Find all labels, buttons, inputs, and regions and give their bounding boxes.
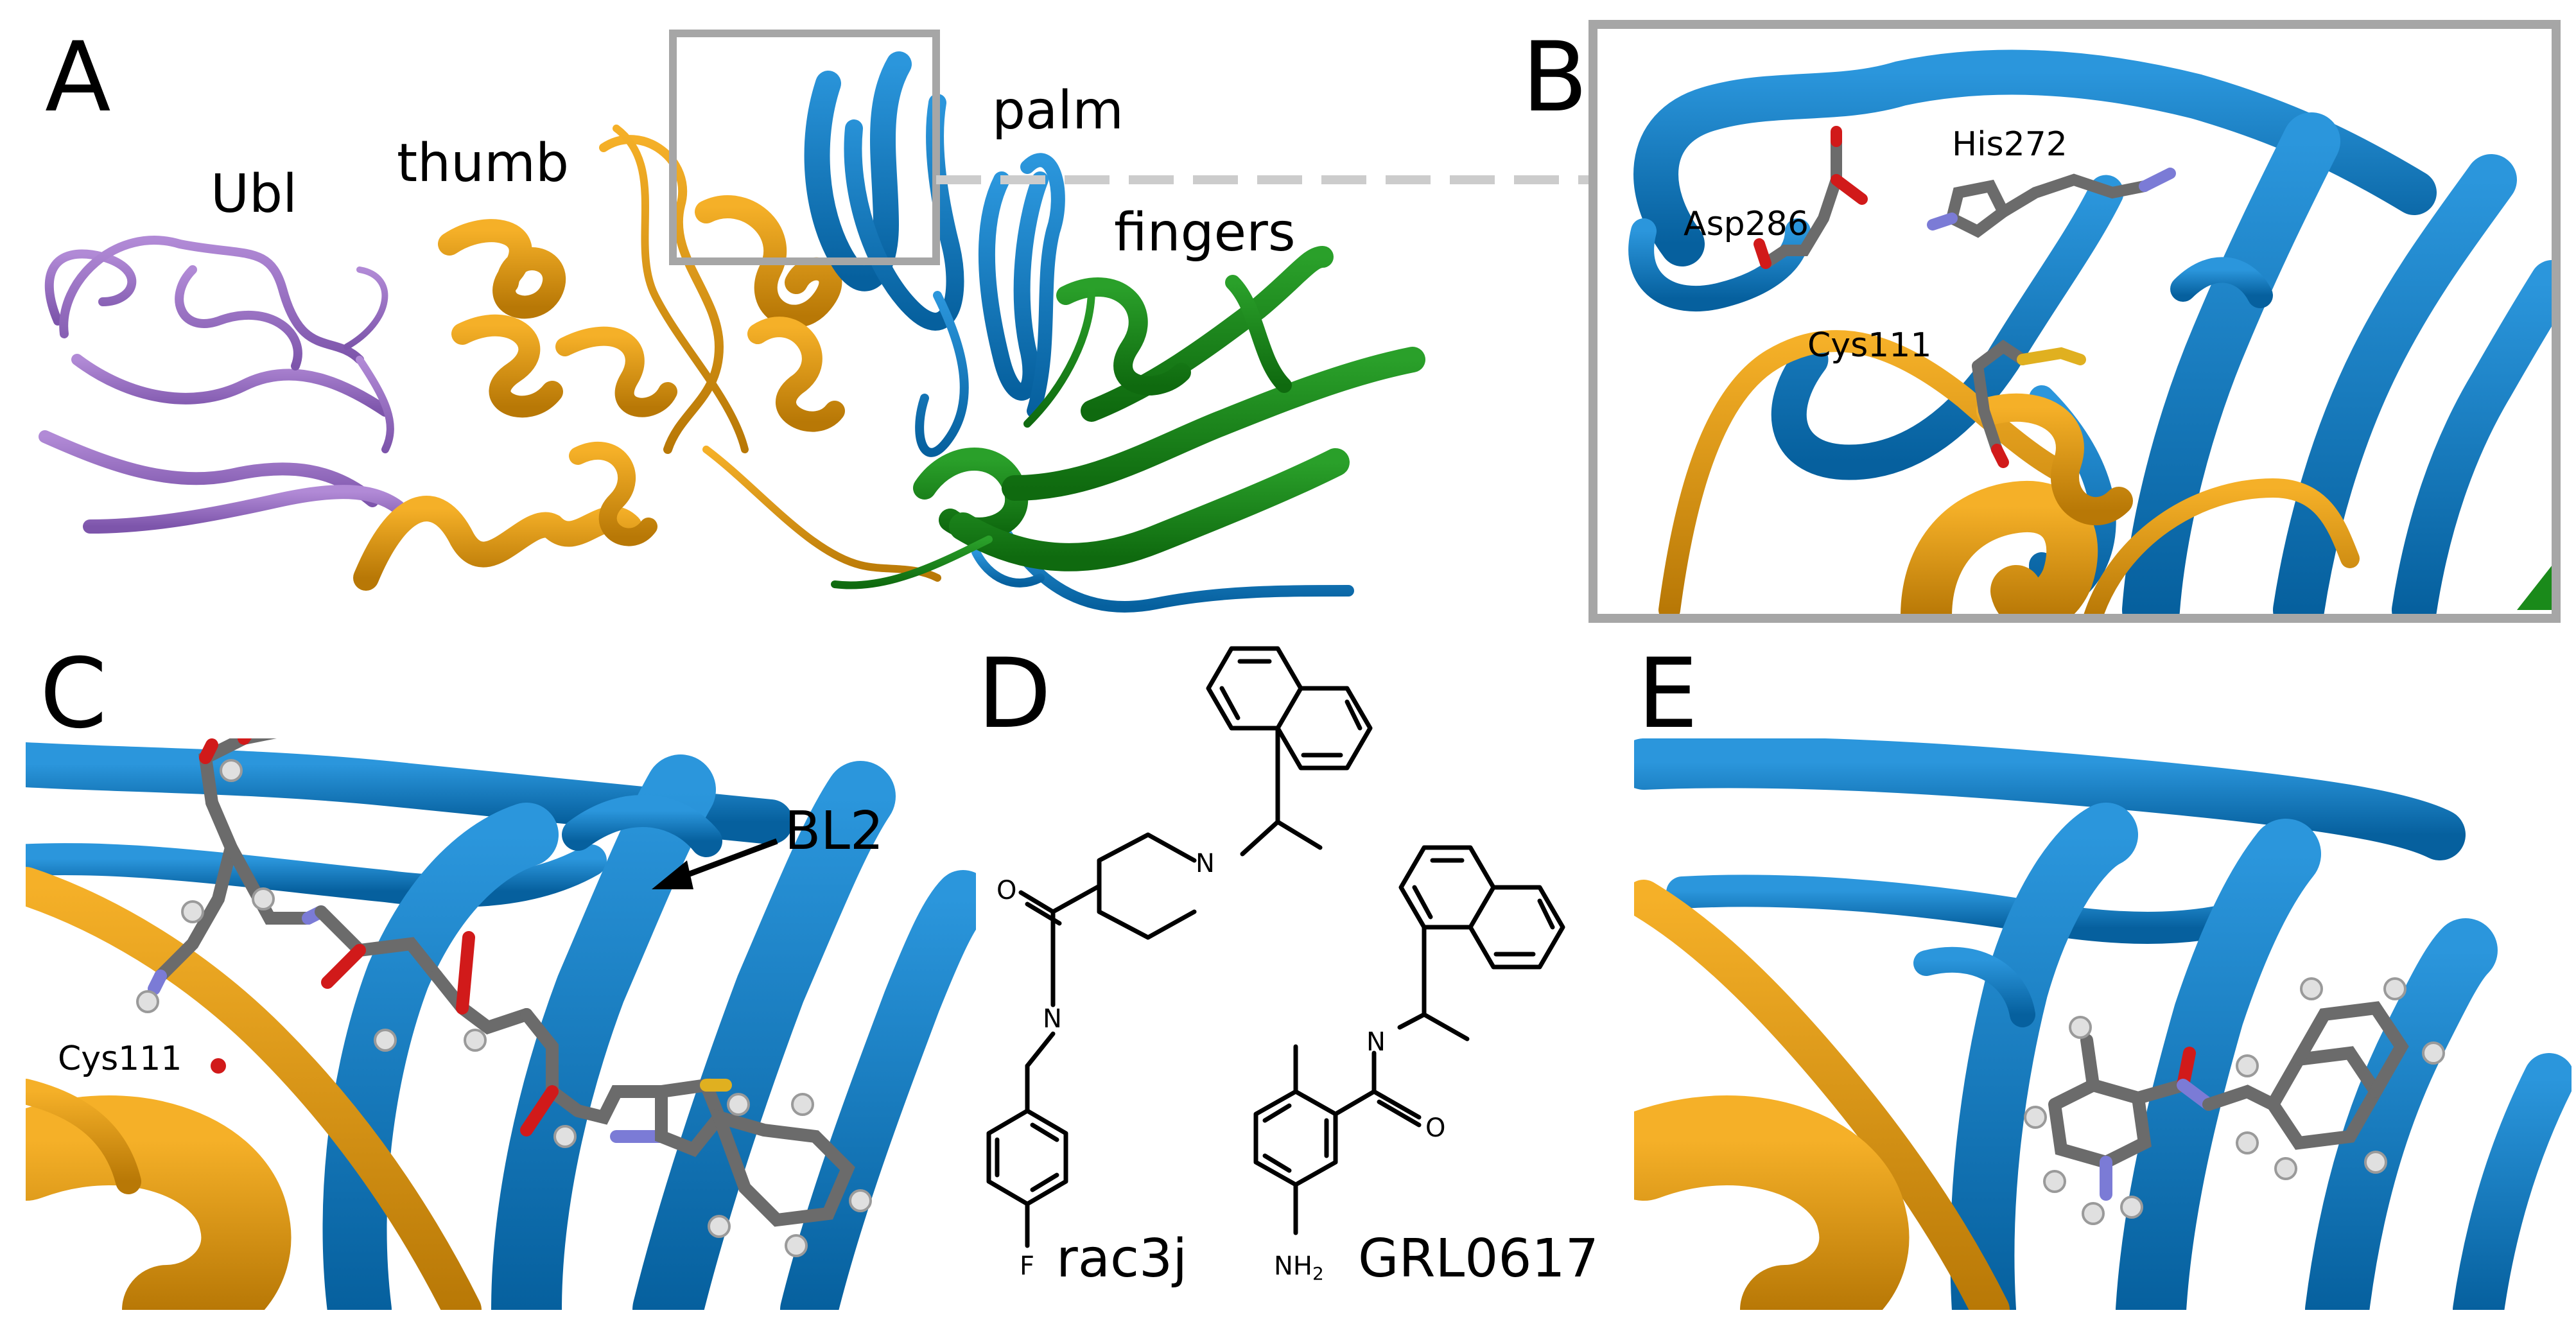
label-cys111-c: Cys111 bbox=[58, 1040, 182, 1078]
bl2-arrow-line bbox=[673, 838, 778, 883]
panel-a: A bbox=[39, 22, 1592, 613]
label-rac3j: rac3j bbox=[1056, 1228, 1187, 1289]
label-fingers: fingers bbox=[1114, 202, 1296, 263]
panel-b-frame bbox=[1588, 20, 2561, 623]
thumb-domain bbox=[353, 125, 941, 591]
panel-c: C bbox=[26, 638, 976, 1310]
label-asp286: Asp286 bbox=[1684, 205, 1809, 243]
atom-nh2: NH2 bbox=[1274, 1251, 1324, 1284]
panel-e: E bbox=[1634, 638, 2572, 1310]
ubl-domain bbox=[39, 236, 405, 534]
residue-cys111-sticks bbox=[1972, 339, 2086, 468]
residue-asp286-sticks bbox=[1754, 126, 1868, 269]
label-palm: palm bbox=[992, 80, 1124, 141]
residue-his272-sticks bbox=[1927, 168, 2176, 238]
atom-o-rac3j: O bbox=[996, 876, 1016, 905]
compound-rac3j: N O N F rac3j bbox=[986, 646, 1373, 1289]
zoom-box bbox=[669, 30, 940, 265]
panel-b: B bbox=[1522, 20, 2561, 623]
ligand-sticks-c bbox=[148, 738, 855, 1227]
panel-b-structure: His272 Asp286 Cys111 bbox=[1597, 28, 2552, 614]
atom-o-grl0617: O bbox=[1425, 1113, 1445, 1143]
compound-grl0617: N O NH2 GRL0617 bbox=[1253, 845, 1599, 1289]
label-cys111-b: Cys111 bbox=[1807, 326, 1931, 365]
ligand-hydrogens-e bbox=[2024, 977, 2445, 1225]
label-thumb: thumb bbox=[397, 133, 569, 194]
atom-n-piperidine: N bbox=[1196, 849, 1215, 878]
ligand-hydrogens-c bbox=[136, 759, 872, 1257]
ligand-sticks-e bbox=[2048, 1001, 2409, 1201]
bl2-arrow-head bbox=[652, 860, 693, 889]
panel-c-structure: Cys111 bbox=[26, 738, 976, 1310]
label-ubl: Ubl bbox=[211, 164, 297, 225]
panel-b-letter: B bbox=[1522, 22, 1588, 134]
panel-d-letter: D bbox=[977, 638, 1052, 750]
fingers-domain bbox=[831, 246, 1425, 589]
panel-d: D N O N F ra bbox=[977, 638, 1599, 1289]
atom-n-grl0617: N bbox=[1366, 1027, 1386, 1057]
panel-e-letter: E bbox=[1637, 638, 1698, 750]
panel-c-letter: C bbox=[40, 638, 107, 750]
atom-n-amide-rac3j: N bbox=[1043, 1004, 1062, 1034]
atom-f: F bbox=[1020, 1251, 1034, 1281]
label-grl0617: GRL0617 bbox=[1358, 1228, 1599, 1289]
panel-e-structure bbox=[1634, 738, 2572, 1310]
label-his272: His272 bbox=[1952, 125, 2067, 164]
panel-a-letter: A bbox=[45, 22, 111, 134]
label-bl2: BL2 bbox=[785, 801, 883, 862]
